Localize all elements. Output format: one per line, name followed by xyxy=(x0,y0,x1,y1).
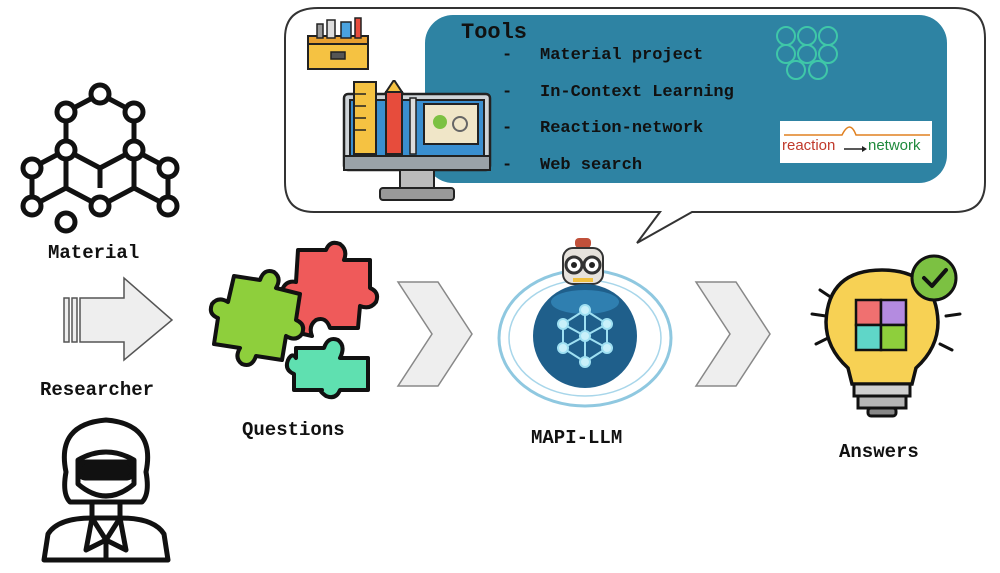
logo-word-reaction: reaction xyxy=(782,137,836,154)
researcher-icon xyxy=(41,417,171,563)
toolbox-icon xyxy=(307,17,369,70)
material-label: Material xyxy=(48,242,140,264)
researcher-label: Researcher xyxy=(40,379,155,401)
block-arrow-icon xyxy=(63,276,174,362)
reaction-network-logo: reaction network xyxy=(780,121,932,163)
puzzle-icon xyxy=(208,240,380,400)
tool-bullet: - xyxy=(502,46,513,65)
tool-item-in-context-learning: -In-Context Learning xyxy=(502,83,734,102)
tool-bullet: - xyxy=(502,156,513,175)
chevron-arrow-icon xyxy=(396,281,473,387)
neural-net-icon xyxy=(776,26,838,80)
tool-item-web-search: -Web search xyxy=(502,156,643,175)
reaction-curve-icon xyxy=(784,126,930,152)
chevron-arrow-icon xyxy=(694,281,771,387)
answers-label: Answers xyxy=(839,441,919,463)
tool-bullet: - xyxy=(502,119,513,138)
robot-globe-icon xyxy=(497,238,673,408)
logo-word-network: network xyxy=(868,137,921,154)
molecule-icon xyxy=(20,82,180,234)
mapi-llm-label: MAPI-LLM xyxy=(531,427,623,449)
lightbulb-puzzle-icon xyxy=(810,254,962,418)
tool-bullet: - xyxy=(502,83,513,102)
questions-label: Questions xyxy=(242,419,345,441)
computer-tools-icon xyxy=(342,80,492,201)
tools-title: Tools xyxy=(461,20,528,45)
tool-item-material-project: -Material project xyxy=(502,46,704,65)
tool-item-reaction-network: -Reaction-network xyxy=(502,119,704,138)
